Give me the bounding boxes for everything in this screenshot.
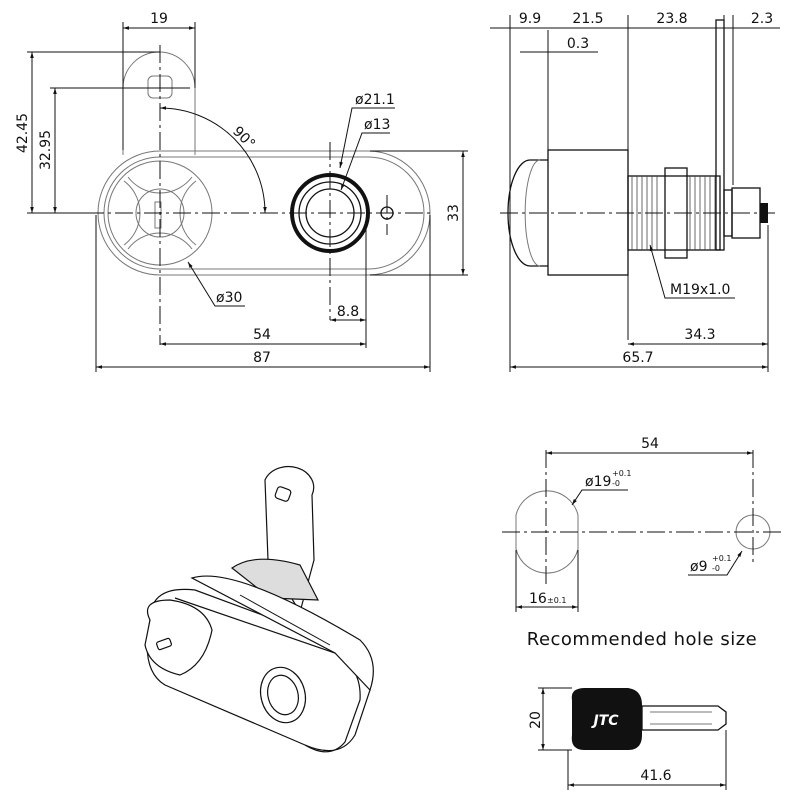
dim-33: 33 (446, 204, 462, 222)
dim-65-7: 65.7 (622, 350, 653, 366)
isometric-view (144, 465, 374, 753)
key-blade (641, 705, 727, 731)
dia-9-tol-minus: -0 (712, 564, 720, 573)
dia-19-tol-minus: -0 (612, 479, 620, 488)
cam-plate (122, 51, 196, 155)
dim-16: 16 (529, 591, 547, 607)
dim-87: 87 (253, 350, 271, 366)
side-view: 9.9 21.5 23.8 2.3 0.3 M19x1.0 34.3 65.7 (490, 11, 780, 372)
dim-dia-19: ø19 (585, 474, 611, 490)
dim-dia-9: ø9 (690, 559, 707, 575)
dia-9-tol-plus: +0.1 (712, 554, 731, 563)
dim-16-tol: ±0.1 (547, 596, 566, 605)
iso-thread (230, 558, 320, 601)
dia-19-tol-plus: +0.1 (612, 469, 631, 478)
key-view: JTC 20 41.6 (528, 687, 727, 790)
dim-2-3: 2.3 (751, 11, 773, 27)
iso-knob (144, 599, 213, 676)
key-head (571, 688, 642, 750)
dim-23-8: 23.8 (656, 11, 687, 27)
dim-9-9: 9.9 (519, 11, 541, 27)
hole-big (515, 490, 579, 574)
hole-size-view: 54 ø19 +0.1 -0 ø9 +0.1 -0 16 ±0.1 Recomm… (502, 436, 785, 650)
dim-41-6: 41.6 (640, 768, 671, 784)
dim-angle: 90° (229, 124, 258, 153)
front-view: 19 42.45 32.95 90° ø21.1 ø13 33 ø30 8.8 … (15, 11, 468, 372)
dim-dia-30: ø30 (216, 290, 242, 306)
dim-19: 19 (150, 11, 168, 27)
dim-21-5: 21.5 (572, 11, 603, 27)
dim-54-hole: 54 (641, 436, 659, 452)
dim-8-8: 8.8 (337, 304, 359, 320)
cam-plate-side (715, 19, 725, 251)
dim-54-front: 54 (253, 327, 271, 343)
dim-20: 20 (528, 711, 544, 729)
key-logo: JTC (590, 713, 619, 729)
dim-0-3: 0.3 (567, 36, 589, 52)
thread-label: M19x1.0 (670, 282, 730, 298)
dim-34-3: 34.3 (684, 327, 715, 343)
dim-dia-21-1: ø21.1 (355, 92, 395, 108)
hole-size-title: Recommended hole size (527, 629, 758, 650)
dim-42-45: 42.45 (15, 113, 31, 153)
lock-body (97, 150, 431, 276)
dim-32-95: 32.95 (38, 130, 54, 170)
dim-dia-13: ø13 (364, 117, 390, 133)
